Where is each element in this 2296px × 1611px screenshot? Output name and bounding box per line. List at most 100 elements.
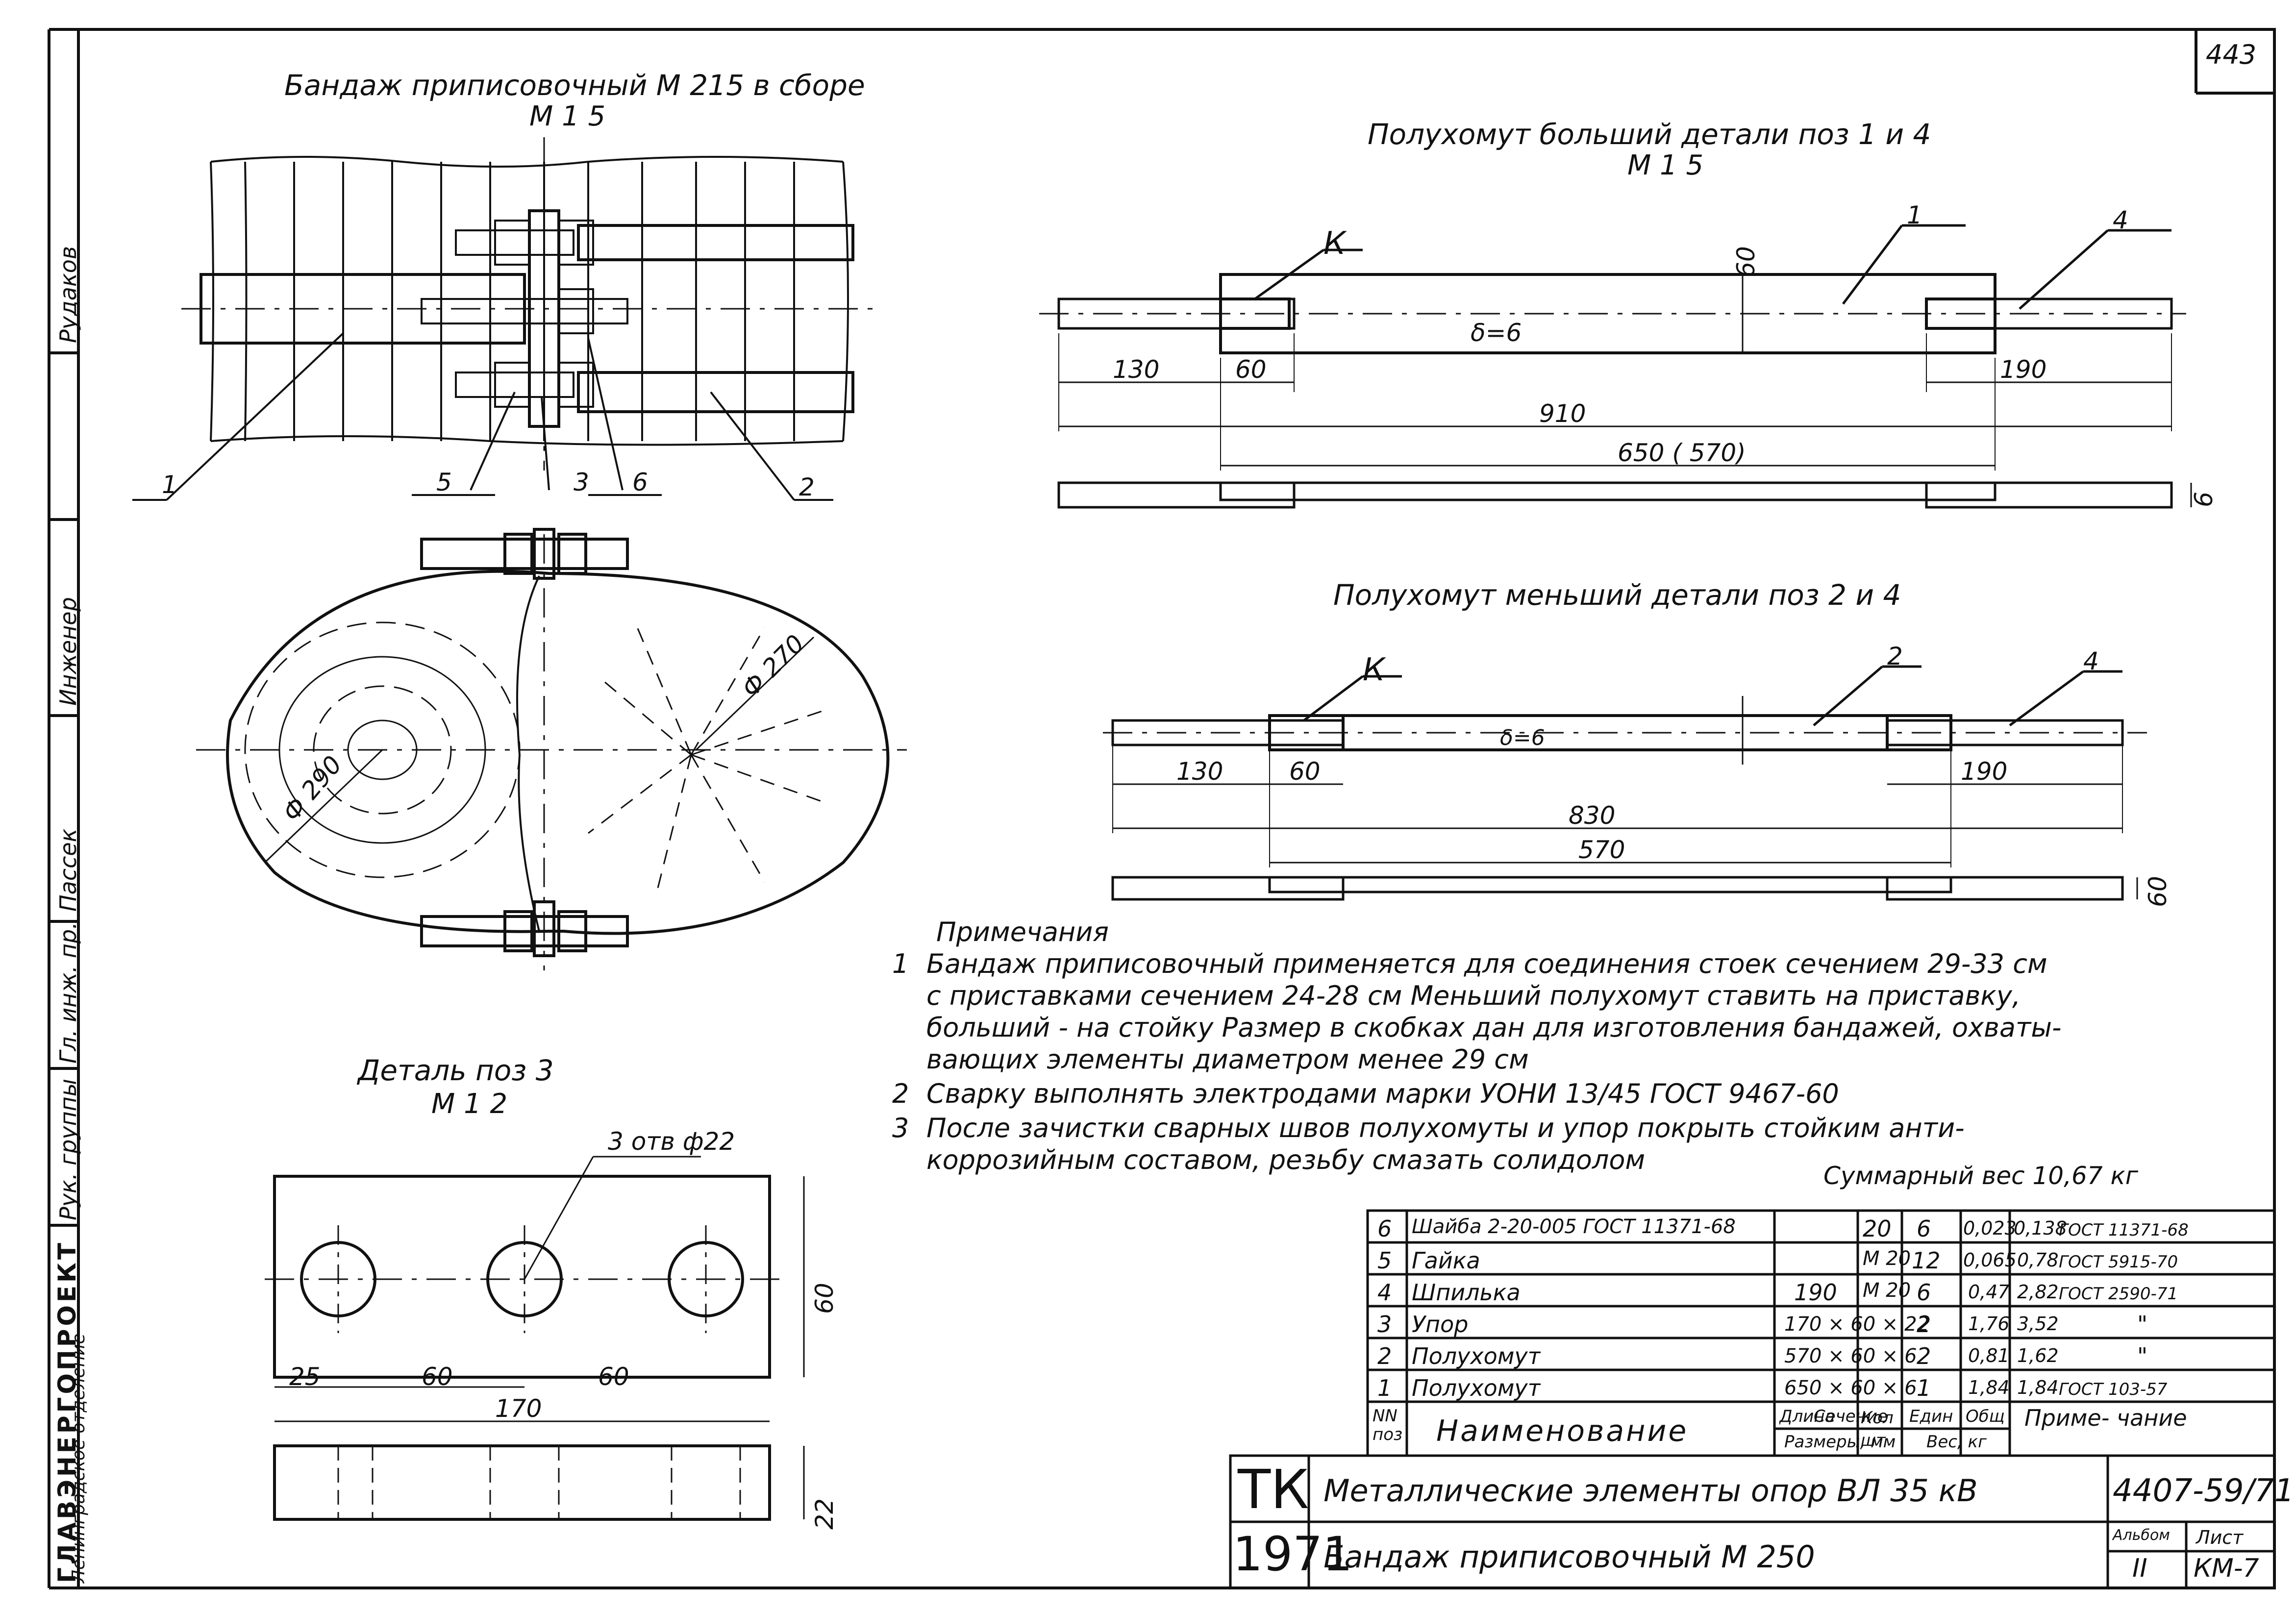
d3-holes: 3 отв ф22: [608, 1127, 735, 1156]
d3-h22: 22: [810, 1498, 839, 1530]
small-callout-k: К: [1363, 652, 1385, 688]
d3-25: 25: [289, 1363, 321, 1391]
table-row-1-len: 650 × 60 × 6: [1784, 1377, 1917, 1399]
small-d830: 830: [1569, 801, 1616, 830]
table-row-3-name: Упор: [1412, 1311, 1469, 1338]
table-row-4-len: 190: [1794, 1279, 1837, 1306]
table-row-1-name: Полухомут: [1412, 1375, 1541, 1401]
note-1-num: 1: [892, 948, 909, 979]
table-row-5-unit: 0,065: [1963, 1249, 2017, 1271]
table-header-sec: Сечение: [1814, 1407, 1888, 1426]
detail3-scale: М 1 2: [431, 1088, 508, 1120]
small-delta: δ=6: [1500, 725, 1545, 750]
table-row-6-sec: 20: [1863, 1215, 1892, 1242]
title-doc-code: 4407-59/71: [2113, 1473, 2295, 1509]
callout-3: 3: [574, 468, 589, 496]
big-d190: 190: [2000, 355, 2047, 384]
table-row-4-sec: М 20: [1863, 1279, 1911, 1302]
table-row-1-total: 1,84: [2017, 1377, 2059, 1398]
stamp-role-4: Инженер: [55, 597, 81, 706]
sheet-number: 443: [2206, 39, 2257, 70]
assembly-scale: М 1 5: [529, 100, 606, 132]
big-callout-4: 4: [2113, 206, 2128, 234]
title-sheet: Бандаж приписовочный М 250: [1323, 1539, 1815, 1575]
big-d60: 60: [1235, 355, 1267, 384]
table-row-2-pos: 2: [1377, 1343, 1392, 1369]
small-t6: 60: [2143, 876, 2172, 907]
table-row-4-unit: 0,47: [1968, 1281, 2010, 1303]
big-callout-k: К: [1323, 225, 1346, 262]
big-delta: δ=6: [1471, 319, 1522, 347]
table-header-weight: Вес, кг: [1926, 1432, 1987, 1452]
callout-2: 2: [799, 473, 815, 501]
assembly-title: Бандаж приписовочный М 215 в сборе: [284, 69, 865, 102]
big-half-title: Полухомут больший детали поз 1 и 4: [1368, 118, 1931, 151]
small-callout-2: 2: [1887, 642, 1903, 670]
note-2-num: 2: [892, 1078, 909, 1109]
table-row-3-qty: 2: [1917, 1311, 1931, 1338]
big-d910: 910: [1539, 399, 1586, 428]
title-album-label: Альбом: [2113, 1527, 2170, 1544]
big-d130: 130: [1113, 355, 1160, 384]
table-row-5-name: Гайка: [1412, 1247, 1480, 1274]
table-row-5-note: ГОСТ 5915-70: [2059, 1252, 2178, 1272]
title-sheet-label: Лист: [2196, 1527, 2244, 1548]
table-header-qty: Кол шт: [1861, 1408, 1894, 1450]
table-row-5-sec: М 20: [1863, 1247, 1911, 1270]
table-row-3-unit: 1,76: [1968, 1313, 2010, 1335]
d3-h60: 60: [810, 1283, 839, 1314]
title-tk: ТК: [1238, 1458, 1309, 1521]
table-row-5-total: 0,78: [2017, 1249, 2059, 1271]
note-1-line-3: больший - на стойку Размер в скобках дан…: [926, 1012, 2062, 1043]
table-row-3-note: ": [2137, 1311, 2148, 1338]
table-row-4-qty: 6: [1917, 1279, 1931, 1306]
table-row-1-pos: 1: [1377, 1375, 1392, 1401]
callout-5: 5: [436, 468, 452, 496]
assembly-plan-view: [196, 528, 907, 970]
title-year: 1971: [1233, 1527, 1353, 1582]
table-row-2-name: Полухомут: [1412, 1343, 1541, 1369]
note-1-line-2: с приставками сечением 24-28 см Меньший …: [926, 980, 2021, 1011]
spec-table-grid: [1229, 1209, 2276, 1589]
title-series: Металлические элементы опор ВЛ 35 кВ: [1323, 1473, 1978, 1509]
notes-heading: Примечания: [936, 917, 1109, 947]
d3-170: 170: [495, 1394, 542, 1423]
d3-60a: 60: [422, 1363, 453, 1391]
big-callout-1: 1: [1907, 201, 1922, 229]
small-half-clamp-view: [1103, 665, 2147, 901]
note-3-line-2: коррозийным составом, резьбу смазать сол…: [926, 1144, 1646, 1175]
table-row-1-qty: 1: [1917, 1375, 1931, 1401]
big-half-clamp-view: [1039, 224, 2192, 509]
big-t6: 6: [2189, 492, 2218, 507]
table-header-note: Приме- чание: [2024, 1406, 2187, 1430]
table-row-4-note: ГОСТ 2590-71: [2059, 1284, 2178, 1304]
table-row-6-qty: 6: [1917, 1215, 1931, 1242]
note-2-line-1: Сварку выполнять электродами марки УОНИ …: [926, 1078, 1839, 1109]
table-header-sizes: Размеры, мм: [1784, 1432, 1896, 1452]
note-1-line-4: вающих элементы диаметром менее 29 см: [926, 1044, 1529, 1075]
stamp-role-2: Гл. инж. пр.: [55, 922, 81, 1064]
small-d60: 60: [1289, 757, 1321, 786]
table-row-2-qty: 2: [1917, 1343, 1931, 1369]
detail3-title: Деталь поз 3: [358, 1054, 554, 1087]
d3-60b: 60: [598, 1363, 629, 1391]
big-d650: 650 ( 570): [1618, 439, 1746, 467]
note-1-line-1: Бандаж приписовочный применяется для сое…: [926, 948, 2047, 979]
table-row-4-name: Шпилька: [1412, 1279, 1521, 1306]
table-row-2-note: ": [2137, 1343, 2148, 1369]
table-row-3-len: 170 × 60 × 22: [1784, 1313, 1930, 1336]
table-header-pos: NN поз: [1373, 1407, 1403, 1444]
callout-6: 6: [632, 468, 648, 496]
callout-1: 1: [162, 471, 177, 499]
table-header-name: Наименование: [1436, 1414, 1689, 1448]
stamp-role-1: Рук. группы: [55, 1078, 81, 1220]
table-row-4-total: 2,82: [2017, 1281, 2059, 1303]
table-header-total: Общ: [1966, 1407, 2005, 1426]
table-row-3-pos: 3: [1377, 1311, 1392, 1338]
table-header-len: Длина: [1779, 1407, 1835, 1426]
title-sheet-code: КМ-7: [2194, 1554, 2259, 1583]
stamp-dept: Ленинградское отделение: [69, 1333, 89, 1583]
table-row-2-unit: 0,81: [1968, 1345, 2010, 1366]
title-album: II: [2132, 1554, 2147, 1583]
